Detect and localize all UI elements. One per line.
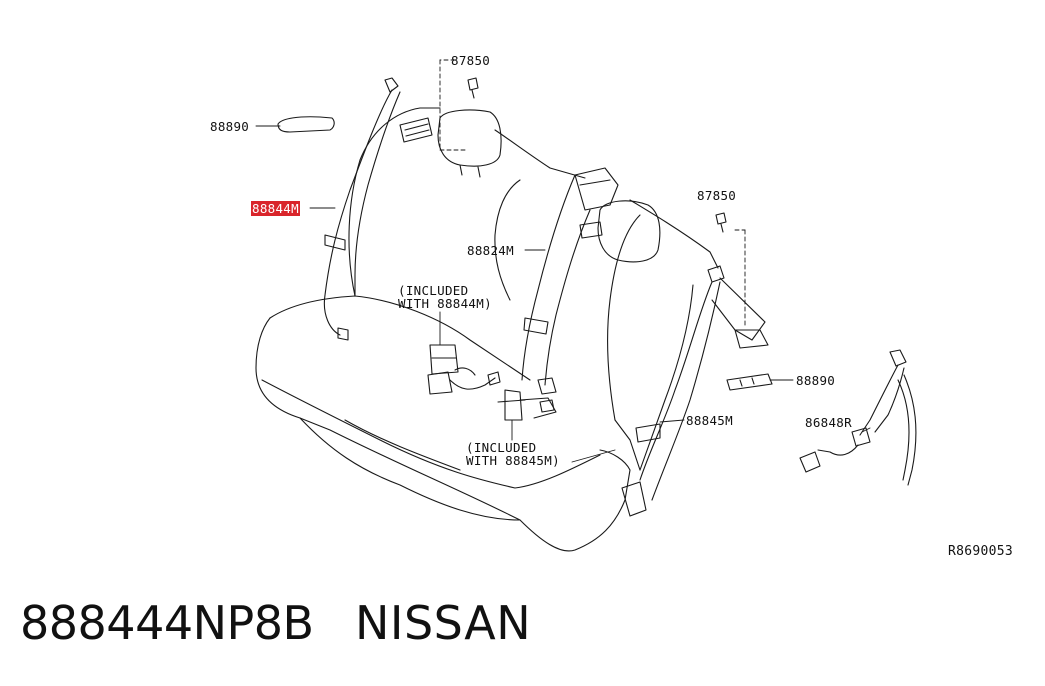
- headrest-left: [437, 109, 502, 178]
- label-included-left-1: (INCLUDED: [398, 283, 469, 298]
- label-bolt-upper: 87850: [451, 53, 491, 68]
- headrest-right: [597, 200, 661, 263]
- child-anchor-assembly: [799, 349, 917, 486]
- label-garnish-left: 88890: [210, 119, 250, 134]
- label-belt-left-highlighted[interactable]: 88844M: [251, 201, 300, 216]
- seat-belt-diagram: [255, 59, 917, 552]
- seat-cushion: [255, 295, 631, 552]
- label-included-right-2: WITH 88845M): [466, 453, 560, 468]
- label-belt-center: 88824M: [467, 243, 514, 258]
- part-number-caption: 888444NP8B: [20, 596, 314, 650]
- label-belt-right: 88845M: [686, 413, 733, 428]
- label-bolt-right: 87850: [697, 188, 737, 203]
- brand-caption: NISSAN: [355, 596, 532, 650]
- label-garnish-right: 88890: [796, 373, 836, 388]
- buckle-left: [427, 344, 501, 395]
- leader-lines: [255, 59, 871, 463]
- label-included-right-1: (INCLUDED: [466, 440, 537, 455]
- garnish-right: [726, 373, 773, 391]
- right-belt-assembly: [621, 265, 769, 517]
- bolt-right: [715, 212, 727, 233]
- label-child-anchor: 86848R: [805, 415, 852, 430]
- label-included-left-2: WITH 88844M): [398, 296, 492, 311]
- figure-code: R8690053: [948, 544, 1014, 559]
- garnish-left: [277, 116, 335, 133]
- bolt-upper: [467, 77, 479, 99]
- buckle-right: [497, 389, 557, 421]
- left-belt-assembly: [323, 77, 433, 341]
- center-belt-assembly: [521, 167, 619, 395]
